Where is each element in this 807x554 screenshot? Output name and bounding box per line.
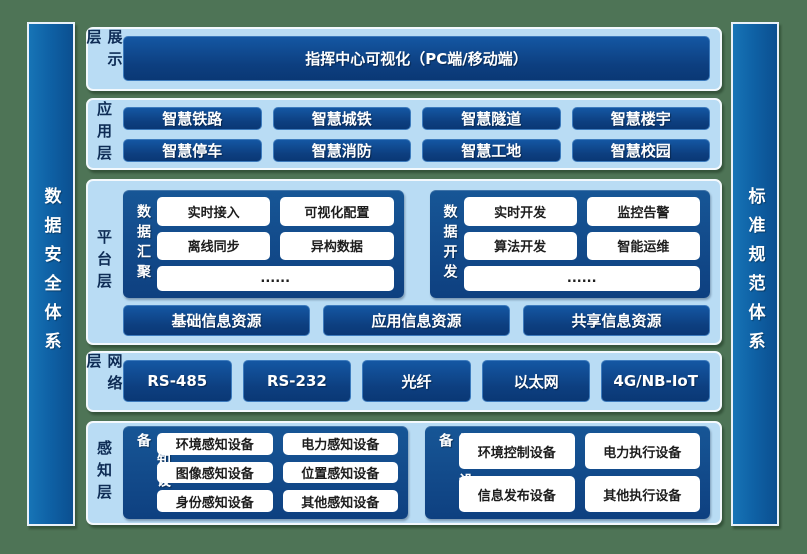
sensing-devices-group: 感知设备 环境感知设备 电力感知设备 图像感知设备 位置感知设备 身份感知设备 … bbox=[123, 426, 408, 519]
perception-layer-panel: 感知层 感知设备 环境感知设备 电力感知设备 图像感知设备 位置感知设备 身份感… bbox=[86, 421, 722, 525]
data-aggregation-grid: 实时接入 可视化配置 离线同步 异构数据 ...... bbox=[157, 197, 394, 291]
application-box: 智慧工地 bbox=[422, 139, 561, 162]
platform-feature-box: 异构数据 bbox=[280, 231, 394, 261]
standards-label: 标准规范体系 bbox=[744, 187, 765, 361]
execution-devices-group: 执行设备 环境控制设备 电力执行设备 信息发布设备 其他执行设备 bbox=[425, 426, 710, 519]
standards-sidebar: 标准规范体系 bbox=[731, 22, 779, 526]
platform-feature-box: 离线同步 bbox=[157, 231, 271, 261]
platform-layer-content: 数据汇聚 实时接入 可视化配置 离线同步 异构数据 ...... 数据开发 bbox=[121, 181, 720, 343]
platform-more-box: ...... bbox=[463, 266, 700, 291]
application-box: 智慧楼宇 bbox=[571, 107, 710, 130]
platform-feature-box: 监控告警 bbox=[586, 197, 700, 226]
display-layer-label: 展示层 bbox=[84, 29, 124, 73]
sensing-devices-grid: 环境感知设备 电力感知设备 图像感知设备 位置感知设备 身份感知设备 其他感知设… bbox=[157, 433, 398, 512]
network-box: RS-485 bbox=[123, 360, 232, 402]
resource-box: 共享信息资源 bbox=[523, 305, 710, 336]
platform-feature-box: 实时接入 bbox=[157, 197, 271, 226]
platform-more-box: ...... bbox=[157, 266, 394, 291]
device-box: 电力执行设备 bbox=[584, 433, 700, 469]
device-box: 其他感知设备 bbox=[282, 490, 398, 512]
application-layer-content: 智慧铁路 智慧城铁 智慧隧道 智慧楼宇 智慧停车 智慧消防 智慧工地 智慧校园 bbox=[121, 100, 720, 168]
network-layer-panel: 网络层 RS-485 RS-232 光纤 以太网 4G/NB-IoT bbox=[84, 351, 722, 412]
perception-layer-content: 感知设备 环境感知设备 电力感知设备 图像感知设备 位置感知设备 身份感知设备 … bbox=[121, 423, 720, 523]
device-box: 信息发布设备 bbox=[459, 476, 575, 512]
platform-layer-panel: 平台层 数据汇聚 实时接入 可视化配置 离线同步 异构数据 ...... bbox=[86, 179, 722, 345]
network-box: RS-232 bbox=[242, 360, 352, 402]
network-layer-content: RS-485 RS-232 光纤 以太网 4G/NB-IoT bbox=[121, 353, 720, 410]
resource-box: 应用信息资源 bbox=[323, 305, 510, 336]
platform-feature-box: 算法开发 bbox=[463, 231, 577, 261]
device-box: 环境感知设备 bbox=[157, 433, 273, 455]
execution-devices-grid: 环境控制设备 电力执行设备 信息发布设备 其他执行设备 bbox=[459, 433, 700, 512]
data-aggregation-group: 数据汇聚 实时接入 可视化配置 离线同步 异构数据 ...... bbox=[123, 190, 404, 298]
network-box: 以太网 bbox=[481, 360, 591, 402]
application-box: 智慧铁路 bbox=[123, 107, 262, 130]
platform-layer-label: 平台层 bbox=[95, 229, 113, 295]
application-box: 智慧隧道 bbox=[422, 107, 561, 130]
network-box: 光纤 bbox=[362, 360, 471, 402]
resource-box: 基础信息资源 bbox=[123, 305, 310, 336]
information-resources-row: 基础信息资源 应用信息资源 共享信息资源 bbox=[123, 305, 710, 336]
data-aggregation-label: 数据汇聚 bbox=[135, 204, 151, 284]
platform-feature-box: 可视化配置 bbox=[280, 197, 394, 226]
data-development-grid: 实时开发 监控告警 算法开发 智能运维 ...... bbox=[463, 197, 700, 291]
device-box: 位置感知设备 bbox=[282, 461, 398, 484]
data-development-label: 数据开发 bbox=[441, 204, 458, 284]
application-box: 智慧城铁 bbox=[272, 107, 411, 130]
application-box: 智慧停车 bbox=[123, 139, 262, 162]
data-security-label: 数据安全体系 bbox=[40, 187, 61, 361]
application-box: 智慧校园 bbox=[571, 139, 710, 162]
sensing-devices-label: 感知设备 bbox=[135, 433, 171, 493]
display-layer-panel: 展示层 指挥中心可视化（PC端/移动端） bbox=[84, 27, 722, 91]
device-box: 身份感知设备 bbox=[157, 490, 273, 512]
execution-devices-label: 执行设备 bbox=[437, 433, 473, 493]
display-layer-content: 指挥中心可视化（PC端/移动端） bbox=[121, 29, 720, 89]
data-development-group: 数据开发 实时开发 监控告警 算法开发 智能运维 ...... bbox=[429, 190, 710, 298]
device-box: 图像感知设备 bbox=[157, 461, 273, 484]
device-box: 电力感知设备 bbox=[282, 433, 398, 455]
application-layer-label: 应用层 bbox=[95, 101, 113, 167]
perception-layer-label: 感知层 bbox=[95, 440, 113, 506]
network-box: 4G/NB-IoT bbox=[601, 360, 710, 402]
network-layer-label: 网络层 bbox=[84, 353, 124, 397]
data-security-sidebar: 数据安全体系 bbox=[27, 22, 75, 526]
platform-feature-box: 实时开发 bbox=[463, 197, 577, 226]
platform-feature-box: 智能运维 bbox=[586, 231, 700, 261]
device-box: 环境控制设备 bbox=[459, 433, 575, 469]
platform-groups-row: 数据汇聚 实时接入 可视化配置 离线同步 异构数据 ...... 数据开发 bbox=[123, 190, 710, 298]
command-center-visualization-box: 指挥中心可视化（PC端/移动端） bbox=[123, 36, 710, 81]
application-layer-panel: 应用层 智慧铁路 智慧城铁 智慧隧道 智慧楼宇 智慧停车 智慧消防 智慧工地 智… bbox=[86, 98, 722, 170]
device-box: 其他执行设备 bbox=[584, 476, 700, 512]
application-box: 智慧消防 bbox=[272, 139, 411, 162]
